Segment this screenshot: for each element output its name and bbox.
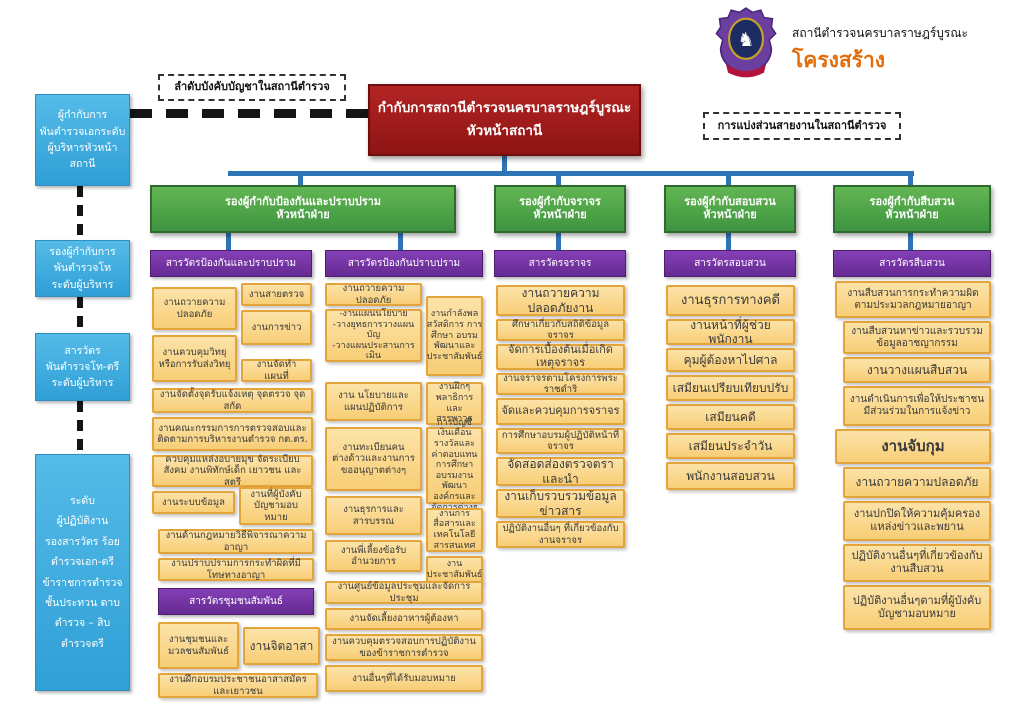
task-item: งานถวายความปลอดภัยงาน	[496, 285, 625, 316]
task-item: งานหน้าที่ผู้ช่วยพนักงาน	[666, 318, 795, 346]
task-item: งานการข่าว	[241, 310, 312, 345]
connector-drop-green-4	[908, 176, 913, 186]
connector-chief-drop	[502, 154, 507, 173]
police-crest-logo: ♞	[714, 6, 778, 80]
task-item: งานควบคุมวิทยุหรือการรับส่งวิทยุ	[152, 335, 237, 382]
task-item: ปฏิบัติงานอื่นๆตามที่ผู้บังคับบัญชามอบหม…	[843, 585, 991, 630]
task-item: -งานแผนนโยบาย -วางยุทธการวางแผนบัญ -วางแ…	[325, 309, 422, 362]
task-item: งานควบคุมตรวจสอบการปฏิบัติงานของข้าราชกา…	[325, 634, 483, 661]
task-item: งานจับกุม	[835, 429, 991, 464]
task-item: การบัญชีเงินเดือนรางวัลและค่าตอบแทน การศ…	[426, 418, 483, 513]
task-item: งานศูนย์ข้อมูลประชุมและจัดการประชุม	[325, 581, 483, 604]
task-item: งานจัดเลี้ยงอาหารผู้ต้องหา	[325, 608, 483, 630]
rank-level-inspector: สารวัตร พันตำรวจโท-ตรี ระดับผู้บริหาร	[35, 333, 130, 401]
rank-level-deputy-superintendent: รองผู้กำกับการ พันตำรวจโท ระดับผู้บริหาร	[35, 240, 130, 297]
dashed-connector-horizontal	[130, 109, 368, 118]
task-item: งานประชาสัมพันธ์	[426, 556, 483, 583]
connector-drop-section-5	[908, 233, 913, 250]
task-item: งานคณะกรรมการการตรวจสอบและติดตามการบริหา…	[152, 417, 313, 451]
task-item: งานวางแผนสืบสวน	[843, 357, 991, 383]
task-item: เสมียนประจำวัน	[666, 433, 795, 459]
task-item: พนักงานสอบสวน	[666, 462, 795, 490]
section-header-investigation: สารวัตรสืบสวน	[833, 250, 991, 277]
task-item: งานจราจรตามโครงการพระราชดำริ	[496, 373, 625, 395]
task-item: งานทะเบียนคนต่างด้าวและงานการขออนุญาตต่า…	[325, 427, 422, 491]
task-item: ปฏิบัติงานอื่นๆ ที่เกี่ยวข้องกับงานจราจร	[496, 521, 625, 548]
task-item: งานธุรการทางคดี	[666, 285, 795, 316]
station-name: สถานีตำรวจนครบาลราษฎร์บูรณะ	[792, 26, 968, 40]
task-item: งานพี่เลี้ยงข้อรับอำนวยการ	[325, 540, 422, 572]
task-item: งานจัดตั้งจุดรับแจ้งเหตุ จุดตรวจ จุดสกัด	[152, 388, 313, 413]
task-item: งานที่ผู้บังคับบัญชามอบหมาย	[239, 487, 313, 525]
connector-trunk	[228, 171, 914, 176]
task-item: งานระบบข้อมูล	[152, 491, 235, 514]
chart-title: โครงสร้าง	[792, 48, 886, 72]
task-item: งานถวายความปลอดภัย	[325, 283, 422, 306]
task-item: การศึกษาอบรมผู้ปฏิบัติหน้าที่จราจร	[496, 428, 625, 454]
connector-drop-section-1	[226, 233, 231, 250]
dashed-connector-vertical-2	[77, 297, 83, 333]
task-item: งานดำเนินการเพื่อให้ประชาชนมีส่วนร่วมในก…	[843, 386, 991, 426]
task-item: ปฏิบัติงานอื่นๆที่เกี่ยวข้องกับงานสืบสวน	[843, 544, 991, 582]
dashed-connector-vertical-3	[77, 401, 83, 454]
section-header-prevention-2: สารวัตรป้องกันปราบปราม	[325, 250, 483, 277]
task-item: งานการสื่อสารและเทคโนโลยีสารสนเทศ	[426, 508, 483, 552]
task-item: เสมียนเปรียบเทียบปรับ	[666, 375, 795, 401]
connector-drop-section-2	[398, 233, 403, 250]
deputy-investigation-node: รองผู้กำกับสืบสวน หัวหน้าฝ่าย	[833, 185, 991, 233]
task-item: งานปกปิดให้ความคุ้มครองแหล่งข่าวและพยาน	[843, 501, 991, 541]
task-item: งานด้านกฎหมายวิธีพิจารณาความอาญา	[158, 529, 314, 554]
deputy-traffic-node: รองผู้กำกับจราจร หัวหน้าฝ่าย	[494, 185, 626, 233]
task-item: เสมียนคดี	[666, 404, 795, 430]
task-item: งานฝึกอบรมประชาชนอาสาสมัคร และเยาวชน	[158, 673, 318, 698]
svg-text:♞: ♞	[737, 29, 754, 51]
connector-drop-green-3	[726, 176, 731, 186]
task-item: งานถวายความปลอดภัย	[152, 287, 237, 330]
task-item: จัดและควบคุมการจราจร	[496, 398, 625, 425]
deputy-prevention-suppression-node: รองผู้กำกับป้องกันและปราบปราม หัวหน้าฝ่า…	[150, 185, 456, 233]
task-item: งานฝึกๆ พลาธิการและสรรพาวุธ	[426, 382, 483, 425]
section-header-community-relations: สารวัตรชุมชนสัมพันธ์	[158, 588, 314, 615]
connector-drop-section-3	[556, 233, 561, 250]
section-header-interrogation: สารวัตรสอบสวน	[664, 250, 796, 277]
task-item: งานสายตรวจ	[241, 283, 312, 306]
task-item: งานอื่นๆที่ได้รับมอบหมาย	[325, 665, 483, 692]
connector-drop-green-1	[298, 176, 303, 186]
section-header-prevention-1: สารวัตรป้องกันและปราบปราม	[150, 250, 312, 277]
connector-drop-section-4	[726, 233, 731, 250]
task-item: งานถวายความปลอดภัย	[843, 467, 991, 498]
task-item: งานกำลังพล สวัสดิการ การศึกษา อบรม พัฒนา…	[426, 296, 483, 376]
division-of-lines-label: การแบ่งส่วนสายงานในสถานีตำรวจ	[703, 112, 901, 140]
dashed-connector-vertical-1	[77, 186, 83, 240]
task-item: งาน นโยบายและแผนปฏิบัติการ	[325, 382, 422, 421]
task-item: งานสืบสวนหาข่าวและรวบรวมข้อมูลอาชญากรรม	[843, 321, 991, 354]
task-item: งานธุรการและสารบรรณ	[325, 496, 422, 535]
section-header-traffic: สารวัตรจราจร	[494, 250, 626, 277]
task-item: ควบคุมแหล่งอบายมุข จัดระเบียบสังคม งานพิ…	[152, 454, 313, 488]
rank-level-operational: ระดับ ผู้ปฏิบัติงาน รองสารวัตร ร้อย ตำรว…	[35, 454, 130, 691]
task-item: คุมผู้ต้องหาไปศาล	[666, 348, 795, 372]
chief-node: กำกับการสถานีตำรวจนครบาลราษฎร์บูรณะ หัวห…	[368, 84, 641, 156]
chain-of-command-label: ลำดับบังคับบัญชาในสถานีตำรวจ	[158, 74, 346, 101]
deputy-interrogation-node: รองผู้กำกับสอบสวน หัวหน้าฝ่าย	[664, 185, 796, 233]
task-item: งานจัดทำแผนที่	[241, 359, 312, 382]
task-item: งานเก็บรวบรวมข้อมูล ข่าวสาร	[496, 489, 625, 518]
task-item: งานชุมชนและมวลชนสัมพันธ์	[158, 622, 239, 669]
task-item: งานจิตอาสา	[243, 627, 320, 665]
task-item: งานสืบสวนการกระทำความผิดตามประมวลกฎหมายอ…	[835, 281, 991, 318]
task-item: จัดสอดส่องตรวจตราและนำ	[496, 457, 625, 486]
task-item: งานปราบปรามการกระทำผิดที่มีโทษทางอาญา	[158, 558, 314, 581]
rank-level-superintendent: ผู้กำกับการ พันตำรวจเอกระดับ ผู้บริหารหั…	[35, 94, 130, 186]
connector-drop-green-2	[556, 176, 561, 186]
task-item: ศึกษาเกี่ยวกับสถิติข้อมูลจราจร	[496, 319, 625, 341]
task-item: จัดการเบื้องต้นเมื่อเกิดเหตุจราจร	[496, 343, 625, 370]
